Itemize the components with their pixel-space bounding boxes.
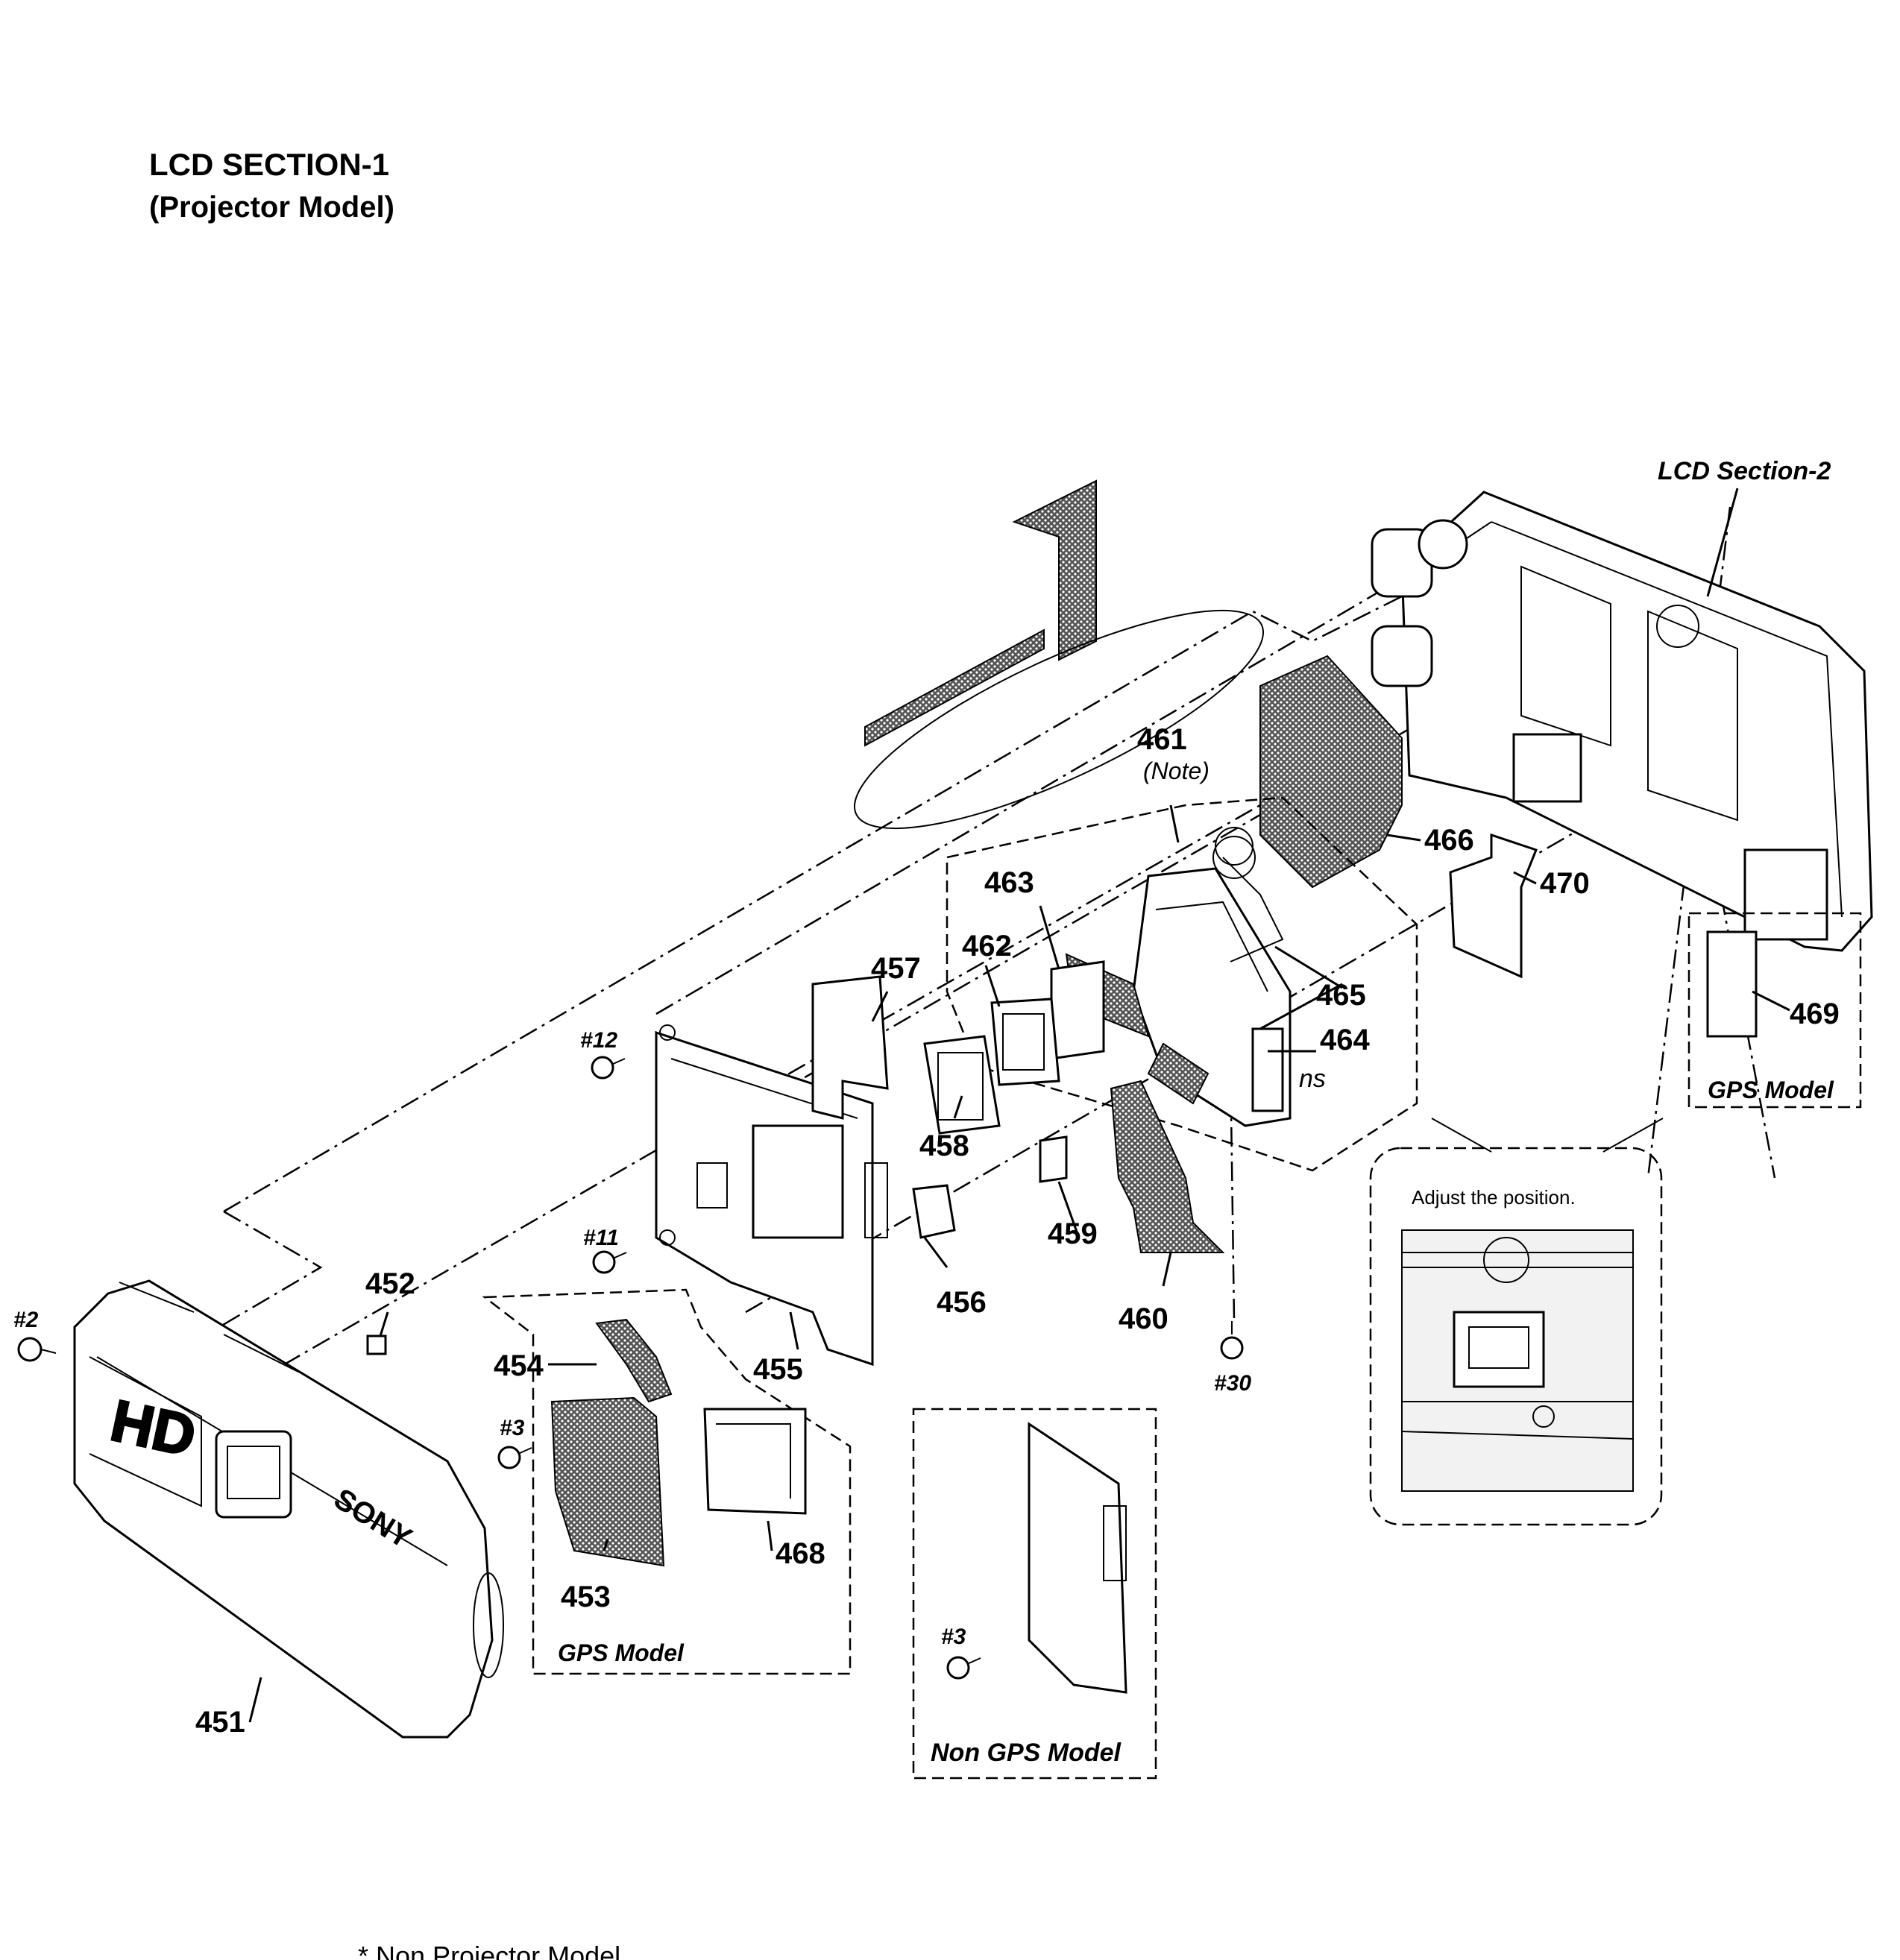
adjust-position-inset [1369, 1118, 1664, 1526]
label-screw-30: #30 [1214, 1371, 1251, 1396]
non-gps-box [912, 1408, 1157, 1780]
footer-note: * Non Projector Model [358, 1941, 620, 1960]
main-frame-455 [655, 975, 956, 1367]
rear-housing-assembly [1215, 491, 1873, 952]
gps-model-label-right: GPS Model [1708, 1077, 1834, 1103]
part-451-front-cover [73, 1279, 504, 1739]
label-456: 456 [937, 1286, 987, 1319]
label-464: 464 [1320, 1024, 1370, 1056]
label-455: 455 [753, 1353, 803, 1386]
label-465: 465 [1316, 979, 1366, 1012]
label-screw-11: #11 [583, 1226, 619, 1250]
page-subtitle: (Projector Model) [149, 191, 394, 224]
label-451: 451 [195, 1706, 245, 1739]
ns-label: ns [1299, 1065, 1326, 1093]
part-461-group-box [946, 796, 1418, 1172]
gps-box-left [482, 1288, 852, 1675]
label-screw-2: #2 [13, 1308, 39, 1332]
lcd-section-2-label: LCD Section-2 [1658, 457, 1831, 485]
label-454: 454 [494, 1349, 544, 1382]
label-463: 463 [984, 866, 1034, 899]
label-screw-3-non-gps: #3 [941, 1625, 966, 1649]
part-466-flex [1259, 655, 1403, 889]
label-457: 457 [871, 952, 921, 985]
label-453: 453 [561, 1581, 611, 1613]
label-452: 452 [365, 1267, 415, 1300]
label-469: 469 [1790, 998, 1840, 1030]
gps-model-label-left: GPS Model [558, 1639, 685, 1666]
non-gps-model-label: Non GPS Model [931, 1739, 1122, 1767]
parts-459-460 [1039, 1080, 1225, 1253]
label-460: 460 [1119, 1302, 1168, 1335]
leader-lines [248, 488, 1790, 1723]
parts-458-462-463 [923, 960, 1105, 1135]
label-458: 458 [919, 1129, 969, 1162]
label-462: 462 [962, 930, 1012, 962]
label-461: 461 [1137, 723, 1187, 756]
label-470: 470 [1540, 867, 1590, 900]
label-screw-3-gps: #3 [500, 1416, 525, 1440]
screw-icon [17, 1056, 1244, 1680]
part-452-block [366, 1334, 387, 1355]
label-466: 466 [1424, 824, 1474, 857]
adjust-position-label: Adjust the position. [1412, 1186, 1576, 1209]
gps-box-right [1687, 912, 1862, 1109]
label-468: 468 [776, 1537, 825, 1570]
label-screw-12: #12 [580, 1028, 617, 1053]
label-459: 459 [1048, 1217, 1098, 1250]
page-title: LCD SECTION-1 [149, 147, 390, 182]
part-470-sheet [1449, 833, 1538, 979]
top-flex-cable [854, 479, 1264, 830]
note-label: (Note) [1143, 757, 1209, 784]
